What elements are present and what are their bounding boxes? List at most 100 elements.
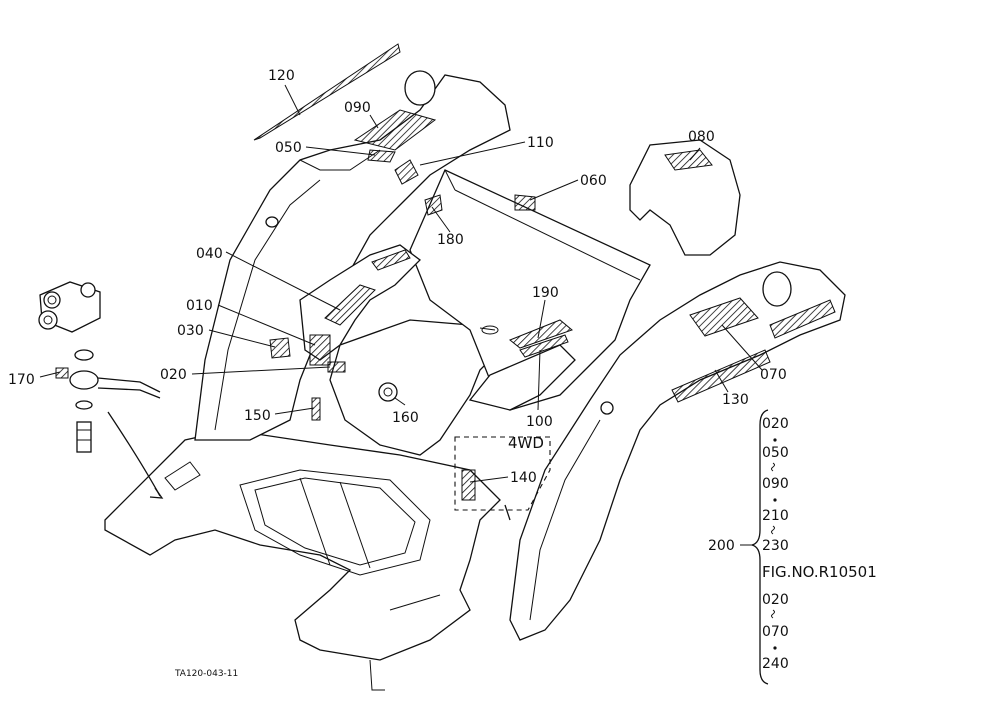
right-fender-inner [529,419,601,621]
right-fender [509,261,846,641]
lever-hole [481,325,499,335]
left-fender-inner [214,179,321,431]
callout-170: 170 [8,372,35,388]
leader-070 [721,324,763,371]
variant-label: 4WD [508,434,544,452]
callout-150: 150 [244,408,271,424]
fender-bolt-right [600,401,614,415]
decal-080 [664,149,713,171]
floor-slot [389,594,441,611]
leader-030 [208,329,276,348]
leader-150 [274,407,315,415]
floor-mat-inner [254,477,416,566]
range-item-3: 090 [762,476,789,492]
callout-190: 190 [532,285,559,301]
sleeve [69,370,99,390]
leader-110 [419,141,526,166]
decal-010 [309,334,331,366]
callout-200: 200 [708,538,735,554]
strip-decal-120 [253,43,401,141]
decal-070 [689,297,759,337]
decal-040 [324,284,376,326]
range-item-7: 070 [762,624,789,640]
leader-010 [217,304,316,346]
callout-110: 110 [527,135,554,151]
decal-050b [394,159,419,185]
callout-040: 040 [196,246,223,262]
range-item-4: 210 [762,508,789,524]
floor-bracket [369,659,385,691]
knob [378,382,398,402]
washer-2 [75,400,93,410]
mat-rib [299,477,331,566]
leader-170 [39,371,61,378]
fender-bolt [265,216,279,228]
callout-020: 020 [160,367,187,383]
leader-060 [529,179,579,201]
leader-040 [225,251,341,311]
range-tilde [771,525,775,535]
decal-190 [509,319,574,349]
leader-130 [714,369,729,393]
mat-rib [339,481,371,569]
washer [74,349,94,361]
leader-050 [305,146,376,156]
leader-100 [537,349,541,411]
decal-030 [269,337,291,359]
leader-190 [537,299,546,339]
decal-100 [519,334,569,358]
range-item-1: 020 [762,416,789,432]
hydraulic-fitting [38,281,164,499]
callout-130: 130 [722,392,749,408]
dot-separator [773,498,777,502]
seat-base [329,319,501,456]
range-item-8: 240 [762,656,789,672]
decal-050 [367,149,396,163]
decal-130-upper [769,299,836,339]
callout-070: 070 [760,367,787,383]
decal-090 [353,109,437,151]
right-light [762,271,792,307]
callout-050: 050 [275,140,302,156]
leader-160 [394,397,406,406]
column-line [504,504,511,521]
callout-160: 160 [392,410,419,426]
decal-150 [311,397,321,421]
decal-040b [371,249,411,271]
fender-cover [629,139,741,256]
floor-plate [104,429,501,661]
range-tilde [771,609,775,619]
callout-180: 180 [437,232,464,248]
range-item-2: 050 [762,445,789,461]
callout-120: 120 [268,68,295,84]
bolt [76,421,92,453]
leader-120 [284,84,301,116]
knob-center [383,387,393,397]
leader-020 [191,366,331,375]
range-tilde [771,462,775,472]
dot-separator [773,438,777,442]
drawing-code: TA120-043-11 [174,669,238,679]
decal-130 [671,349,771,403]
center-box [409,169,651,411]
decal-020 [327,361,346,373]
range-item-6: 020 [762,592,789,608]
decal-180 [424,194,443,216]
left-light [404,70,436,106]
callout-140: 140 [510,470,537,486]
callout-100: 100 [526,414,553,430]
range-item-5: 230 [762,538,789,554]
leader-140 [469,476,509,483]
pedal-opening [164,461,201,491]
floor-mat [239,469,431,576]
callout-060: 060 [580,173,607,189]
callout-090: 090 [344,100,371,116]
decal-060 [514,194,536,211]
box-edge [454,189,641,281]
leader-180 [431,206,451,233]
decal-140 [461,469,476,501]
armrest [468,344,576,411]
dot-separator [773,646,777,650]
